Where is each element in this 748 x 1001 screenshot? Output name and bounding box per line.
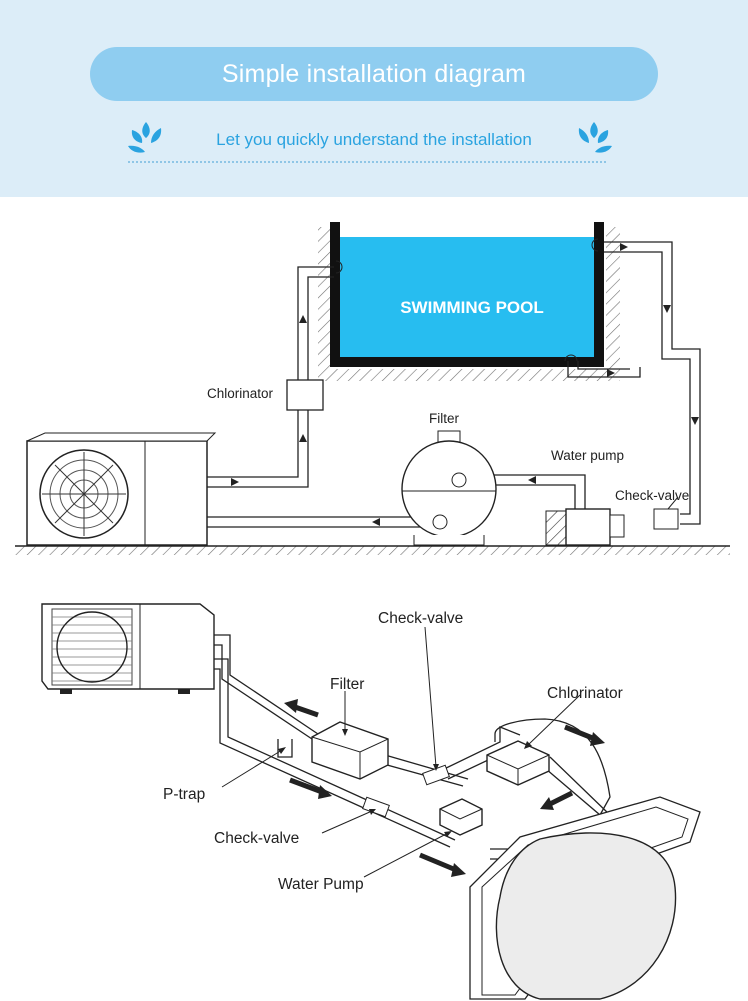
heat-pump-unit <box>41 603 215 694</box>
filter-label: Filter <box>429 411 460 426</box>
water-splash-icon <box>578 122 612 153</box>
swimming-pool: SWIMMING POOL <box>330 222 604 367</box>
water-pump-label: Water pump <box>551 448 624 463</box>
pipe-network <box>214 634 612 860</box>
water-pump-label: Water Pump <box>278 876 364 893</box>
check-valve-label: Check-valve <box>214 830 299 847</box>
diagram-above-ground-installation: Check-valve Filter Chlorinator P-trap Ch… <box>41 603 701 1000</box>
leader-lines <box>221 626 581 878</box>
filter-unit <box>401 430 497 546</box>
ground-line <box>15 545 730 555</box>
check-valve-unit <box>653 496 679 530</box>
page-subtitle: Let you quickly understand the installat… <box>216 130 532 149</box>
check-valve-unit <box>362 764 450 818</box>
water-pump-unit <box>545 508 625 546</box>
flow-arrow-icon <box>284 699 605 877</box>
title-pill: Simple installation diagram <box>90 47 658 101</box>
pool-label: SWIMMING POOL <box>400 298 544 317</box>
chlorinator-label: Chlorinator <box>207 386 274 401</box>
chlorinator-unit <box>486 740 550 786</box>
pool-ground <box>318 227 620 381</box>
water-pump-unit <box>439 798 483 836</box>
diagram-pool-installation: SWIMMING POOL <box>15 222 730 555</box>
flow-arrow-icon <box>231 243 699 526</box>
fan-grille-icon <box>51 608 133 686</box>
check-valve-top-label: Check-valve <box>378 610 463 627</box>
chlorinator-label: Chlorinator <box>547 685 623 702</box>
filter-label: Filter <box>330 676 364 693</box>
pipe-network <box>207 241 701 528</box>
above-ground-pool <box>469 796 701 1000</box>
p-trap-label: P-trap <box>163 786 205 803</box>
header-banner: Simple installation diagram Let you quic… <box>0 0 748 197</box>
heat-pump-unit <box>26 432 217 546</box>
fan-grille-icon <box>39 449 129 539</box>
page-title: Simple installation diagram <box>221 59 527 88</box>
chlorinator-unit <box>286 379 324 411</box>
divider-line <box>128 161 606 163</box>
check-valve-label: Check-valve <box>615 488 689 503</box>
filter-unit <box>311 721 389 780</box>
water-splash-icon <box>128 122 162 153</box>
